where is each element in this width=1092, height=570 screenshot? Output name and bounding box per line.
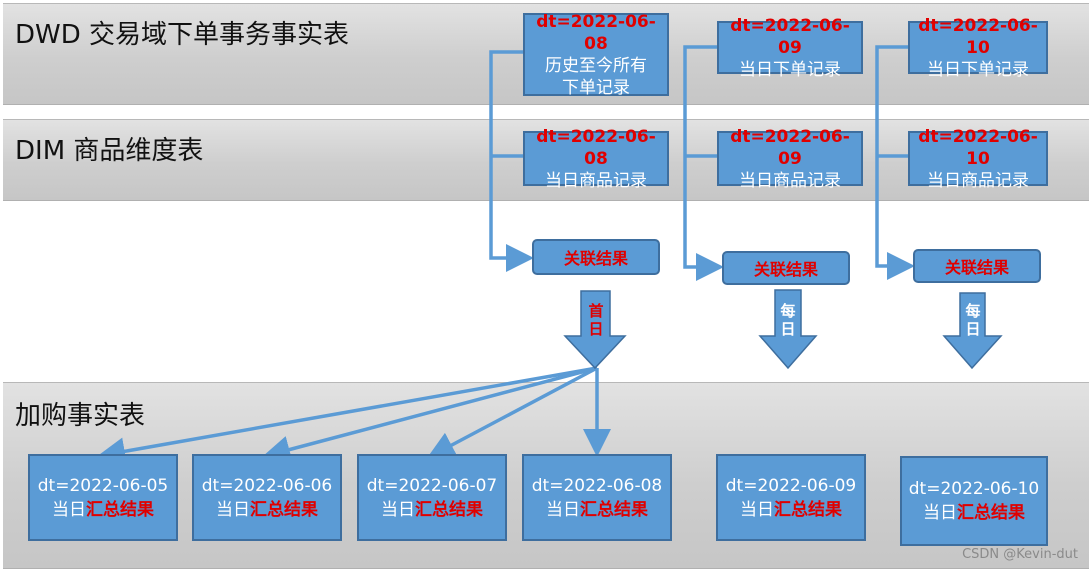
result-dt: dt=2022-06-10: [908, 479, 1040, 499]
dim-box-dt: dt=2022-06-10: [918, 126, 1038, 169]
result-box-0607: dt=2022-06-07 当日汇总结果: [357, 454, 507, 541]
result-label: 当日汇总结果: [923, 503, 1025, 523]
dim-box-text: 当日商品记录: [927, 170, 1029, 191]
result-dt: dt=2022-06-05: [37, 475, 169, 496]
result-dt: dt=2022-06-08: [531, 475, 663, 496]
dwd-box-text: 当日下单记录: [739, 59, 841, 80]
dwd-band-title: DWD 交易域下单事务事实表: [15, 20, 350, 50]
join-result-box-1: 关联结果: [532, 239, 660, 275]
connector-lines: [97, 45, 915, 466]
join-result-box-2: 关联结果: [722, 251, 850, 285]
result-box-0608: dt=2022-06-08 当日汇总结果: [522, 454, 672, 541]
dwd-box-dt: dt=2022-06-09: [730, 15, 850, 58]
dim-box-text: 当日商品记录: [545, 170, 647, 191]
dim-box-dt: dt=2022-06-08: [536, 126, 656, 169]
dim-band-title: DIM 商品维度表: [15, 136, 204, 166]
daily-label-2: 每日: [965, 302, 981, 338]
result-box-0609: dt=2022-06-09 当日汇总结果: [716, 454, 866, 541]
result-box-0605: dt=2022-06-05 当日汇总结果: [28, 454, 178, 541]
result-label: 当日汇总结果: [52, 499, 154, 520]
dim-box-0609: dt=2022-06-09 当日商品记录: [717, 127, 863, 191]
dim-box-0610: dt=2022-06-10 当日商品记录: [908, 127, 1048, 191]
dwd-box-text: 历史至今所有: [545, 55, 647, 76]
dwd-box-dt: dt=2022-06-08: [536, 11, 656, 54]
dim-box-0608: dt=2022-06-08 当日商品记录: [523, 127, 669, 191]
dwd-box-0610: dt=2022-06-10 当日下单记录: [908, 16, 1048, 80]
dwd-box-dt: dt=2022-06-10: [918, 15, 1038, 58]
result-label: 当日汇总结果: [216, 499, 318, 520]
dwd-box-text: 下单记录: [562, 77, 630, 98]
dwd-box-0609: dt=2022-06-09 当日下单记录: [717, 16, 863, 80]
result-box-0610: dt=2022-06-10 当日汇总结果: [900, 456, 1048, 546]
result-box-0606: dt=2022-06-06 当日汇总结果: [192, 454, 342, 541]
watermark: CSDN @Kevin-dut: [962, 547, 1078, 562]
dim-box-text: 当日商品记录: [739, 170, 841, 191]
result-dt: dt=2022-06-07: [366, 475, 498, 496]
fact-band-title: 加购事实表: [15, 401, 146, 431]
result-label: 当日汇总结果: [381, 499, 483, 520]
result-dt: dt=2022-06-09: [725, 475, 857, 496]
result-label: 当日汇总结果: [546, 499, 648, 520]
result-label: 当日汇总结果: [740, 499, 842, 520]
result-dt: dt=2022-06-06: [201, 475, 333, 496]
join-result-box-3: 关联结果: [913, 249, 1041, 283]
dwd-box-0608: dt=2022-06-08 历史至今所有 下单记录: [523, 11, 669, 98]
first-day-label: 首日: [588, 302, 604, 338]
daily-label-1: 每日: [780, 302, 796, 338]
dim-box-dt: dt=2022-06-09: [730, 126, 850, 169]
dwd-box-text: 当日下单记录: [927, 59, 1029, 80]
block-down-arrows: [563, 289, 1003, 370]
